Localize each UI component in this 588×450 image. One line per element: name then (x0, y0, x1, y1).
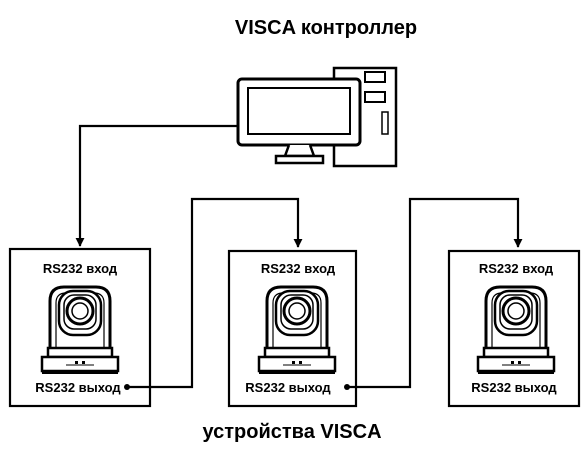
computer-icon (236, 66, 398, 168)
controller-title: VISCA контроллер (235, 17, 417, 39)
devices-title: устройства VISCA (202, 421, 381, 443)
device-box-3: RS232 вход RS232 выход (447, 249, 581, 408)
device-2-input-label: RS232 вход (261, 261, 336, 276)
device-3-input-label: RS232 вход (479, 261, 554, 276)
device-2-output-label: RS232 выход (245, 380, 331, 395)
camera-icon-2 (257, 285, 337, 376)
device-box-2: RS232 вход RS232 выход (227, 249, 358, 408)
device-1-input-label: RS232 вход (43, 261, 118, 276)
device-1-output-label: RS232 выход (35, 380, 121, 395)
camera-icon-3 (476, 285, 556, 376)
device-3-output-label: RS232 выход (471, 380, 557, 395)
device-box-1: RS232 вход RS232 выход (8, 247, 152, 408)
camera-icon-1 (40, 285, 120, 376)
connector-device-2-to-device-3 (347, 197, 523, 389)
connector-controller-to-device-1 (75, 124, 238, 247)
connector-device-1-to-device-2 (127, 197, 303, 389)
